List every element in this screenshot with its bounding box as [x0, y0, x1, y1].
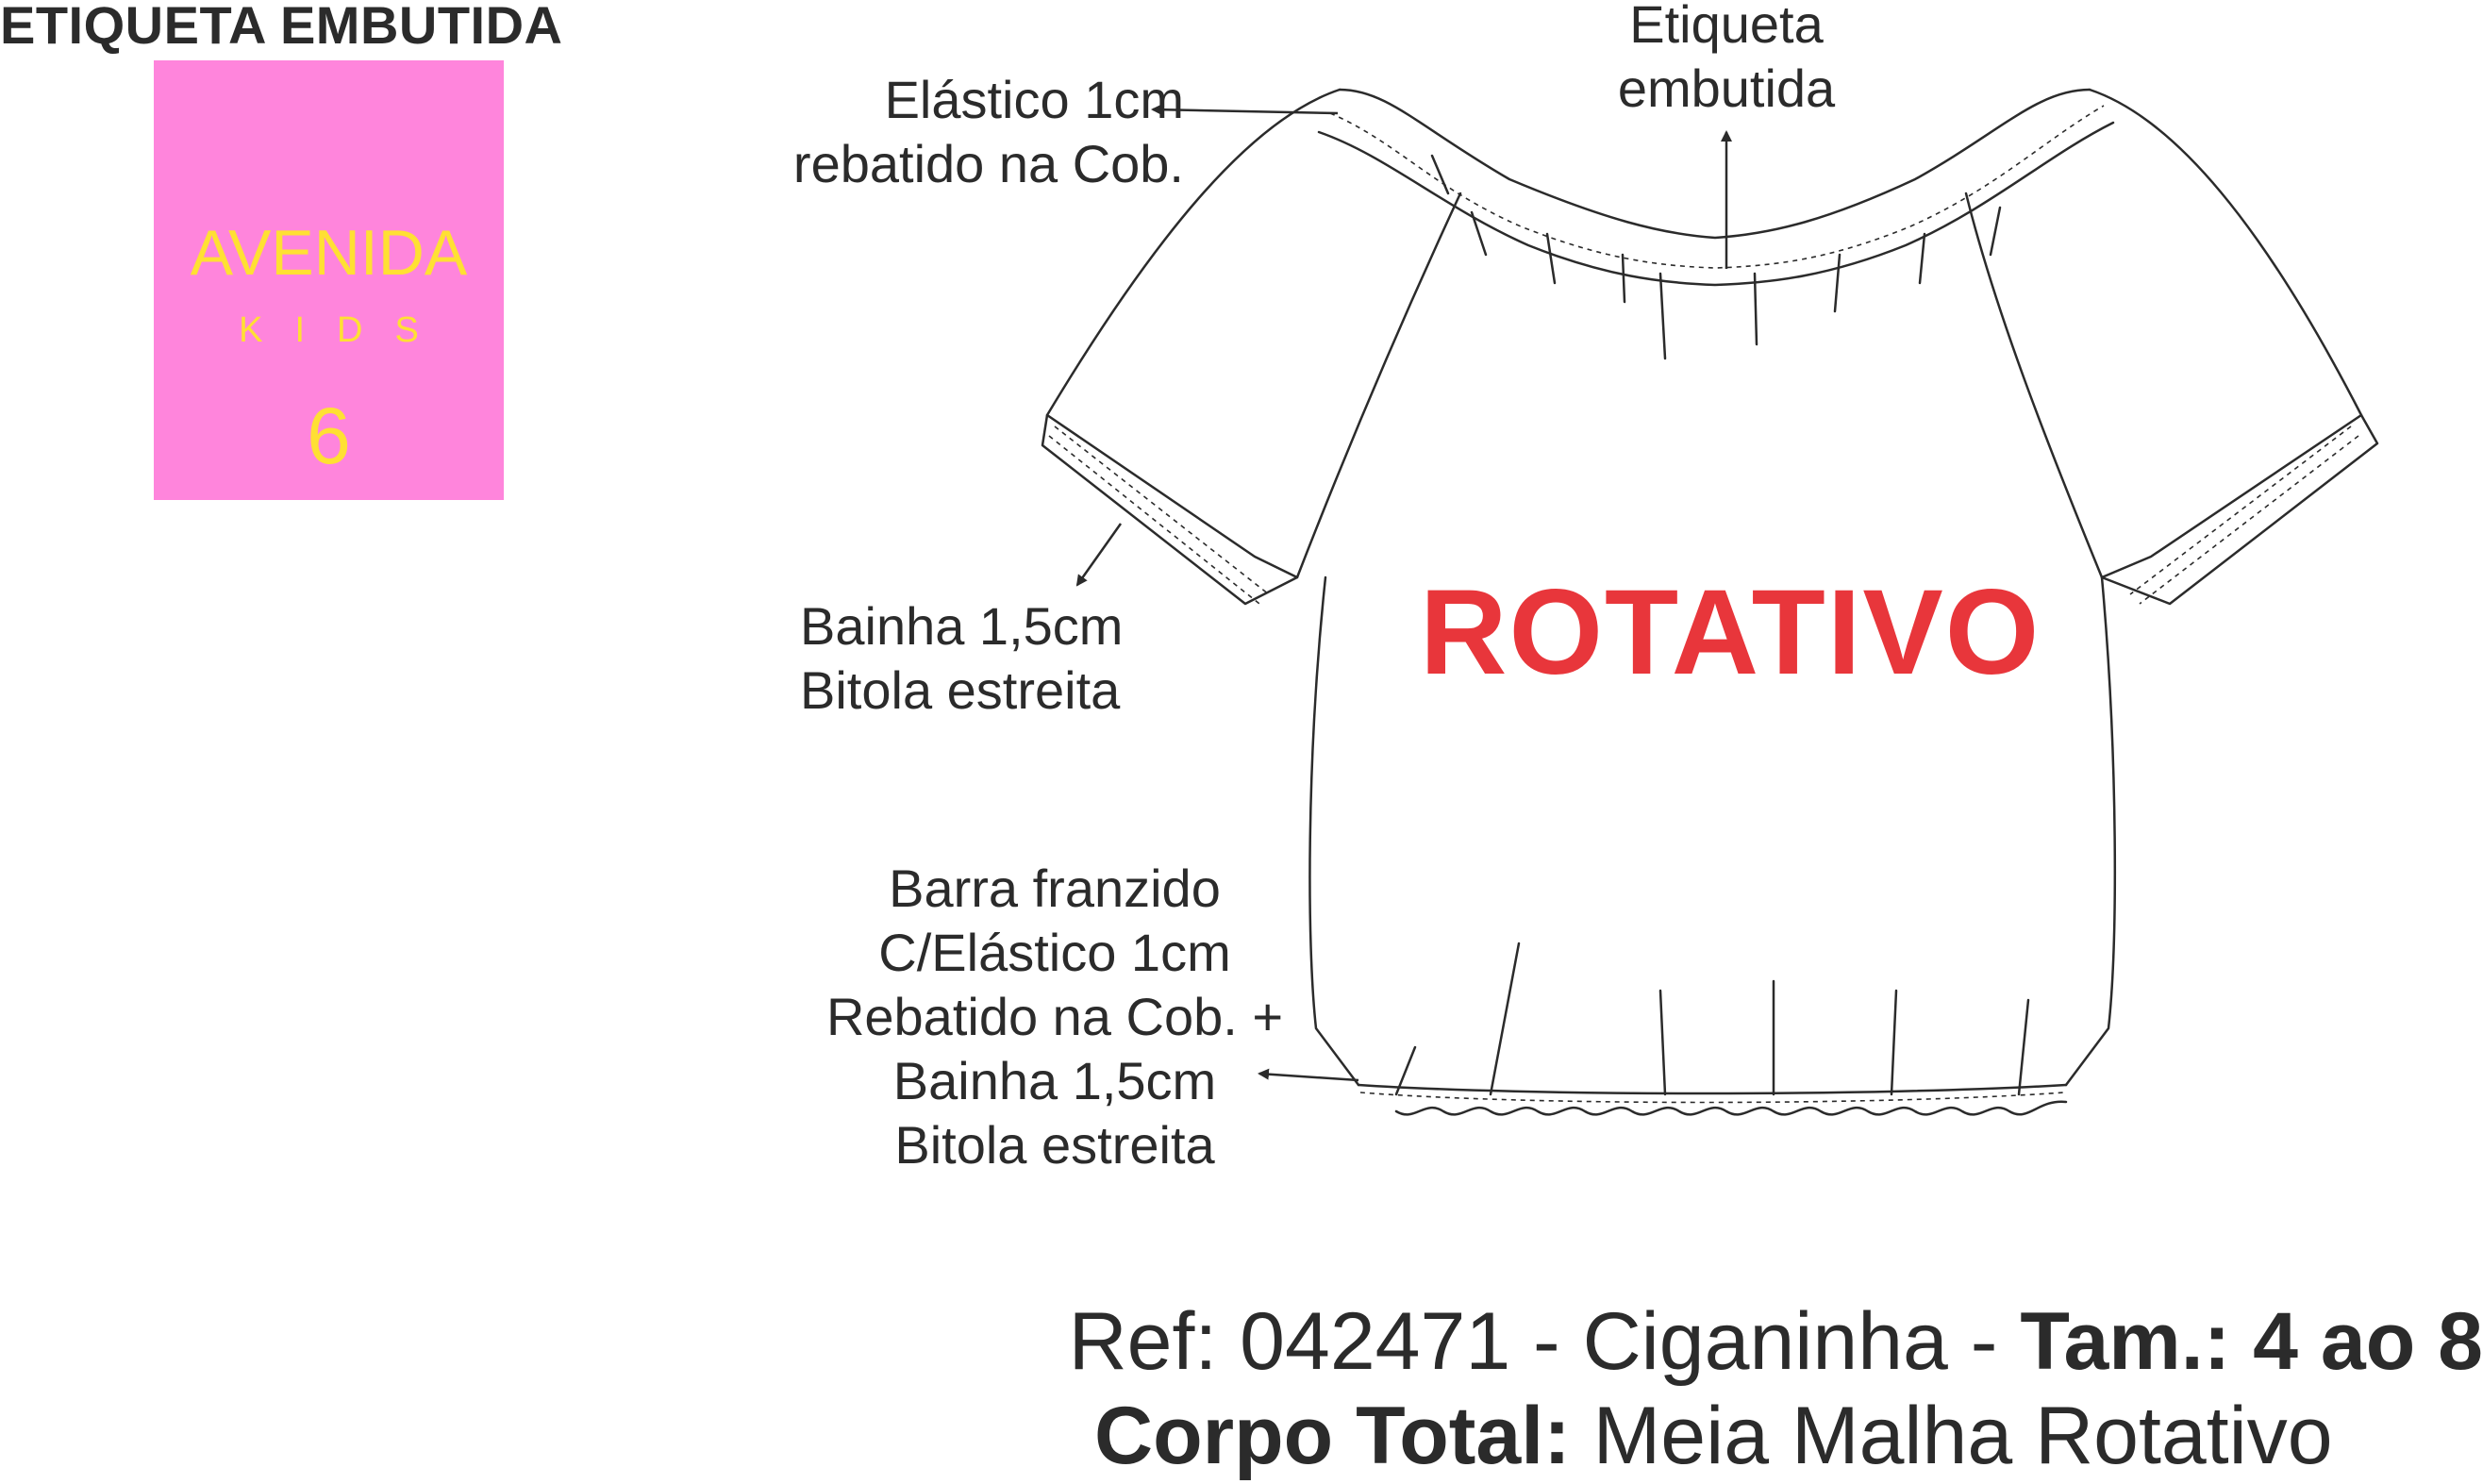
sleeve-hem-arrow	[1075, 523, 1123, 587]
elastic-neck-note: Elástico 1cm rebatido na Cob.	[792, 70, 1184, 193]
brand-name: AVENIDA	[190, 217, 468, 289]
bottom-stitch	[1359, 1092, 2065, 1104]
label-size: 6	[307, 392, 351, 480]
left-sleeve-stitch-2	[1048, 435, 1260, 605]
inner-label-note: Etiqueta embutida	[1617, 0, 1836, 118]
left-sleeve-stitch	[1054, 425, 1270, 595]
embedded-label-title: ETIQUETA EMBUTIDA	[0, 0, 563, 55]
bottom-hem-arrow	[1258, 1068, 1359, 1082]
left-sleeve-hem	[1041, 413, 1299, 606]
bottom-ruffle	[1394, 1100, 2068, 1116]
fabric-print-stamp: ROTATIVO	[1420, 565, 2041, 700]
embedded-label-card: AVENIDA KIDS 6	[154, 60, 504, 500]
sleeve-hem-note: Bainha 1,5cm Bitola estreita	[800, 596, 1124, 720]
fabric-label: Corpo Total:	[1094, 1391, 1571, 1481]
neckline-inner	[1317, 121, 2115, 287]
left-sleeve-outline	[1045, 88, 1462, 579]
size-range: Tam.: 4 ao 8	[2020, 1296, 2483, 1387]
fabric-line: Corpo Total: Meia Malha Rotativo	[1094, 1389, 2333, 1483]
bottom-hem-note: Barra franzido C/Elástico 1cm Rebatido n…	[825, 859, 1284, 1175]
right-sleeve-stitch	[2129, 425, 2352, 595]
fabric-value: Meia Malha Rotativo	[1570, 1391, 2333, 1481]
elastic-neck-arrow	[1151, 104, 1339, 116]
brand-subtitle: KIDS	[239, 310, 451, 350]
reference-text: Ref: 042471 - Ciganinha -	[1068, 1296, 2021, 1387]
body-right-side	[2064, 575, 2117, 1087]
bottom-hem-line	[1357, 1083, 2068, 1095]
reference-line: Ref: 042471 - Ciganinha - Tam.: 4 ao 8	[1069, 1294, 2483, 1389]
right-sleeve-stitch-2	[2139, 435, 2359, 605]
right-sleeve-hem	[2100, 413, 2379, 606]
body-left-side	[1308, 575, 1360, 1087]
right-sleeve-outline	[1964, 88, 2363, 579]
neckline-outer	[1338, 88, 2091, 240]
